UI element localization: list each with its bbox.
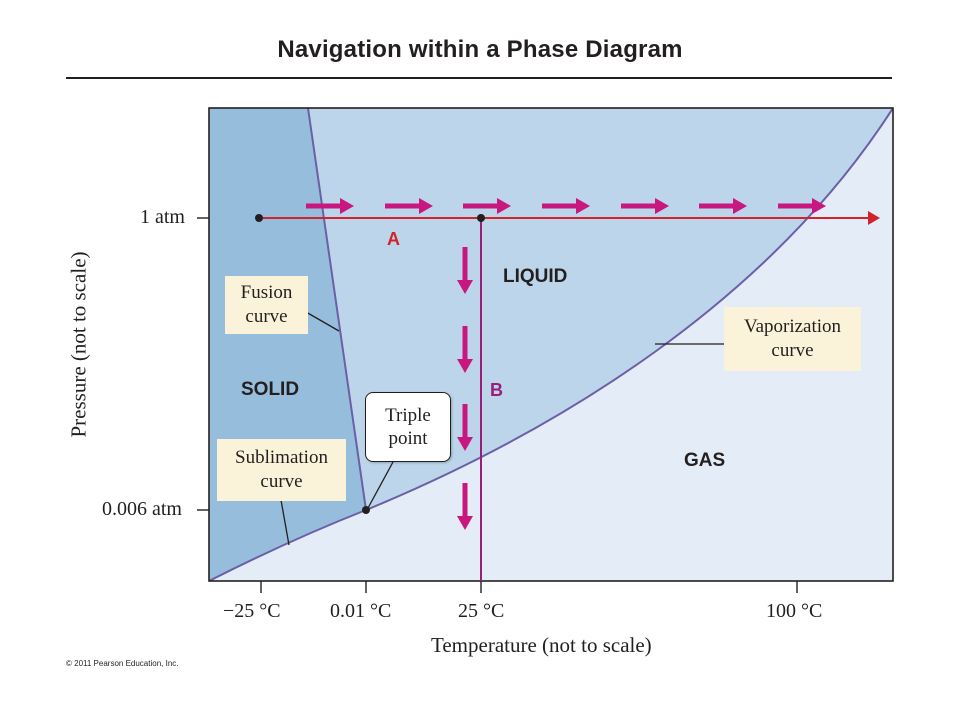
- path-b-label: B: [490, 380, 503, 400]
- fusion-callout-line2: curve: [245, 306, 288, 327]
- arrow-right: [542, 198, 590, 214]
- arrow-down: [457, 326, 473, 373]
- path-b-dashed-arrows: [457, 247, 473, 530]
- y-tick-label-1atm: 1 atm: [140, 206, 185, 228]
- arrow-right: [778, 198, 826, 214]
- triple-callout-line2: point: [388, 428, 428, 449]
- path-a-label: A: [387, 229, 400, 249]
- sublimation-curve-callout: Sublimation curve: [217, 439, 346, 501]
- arrow-right: [699, 198, 747, 214]
- page-title: Navigation within a Phase Diagram: [277, 36, 683, 63]
- vaporization-callout-line2: curve: [771, 340, 814, 361]
- x-tick-label-100: 100 °C: [766, 600, 823, 622]
- path-a-start-dot: [255, 214, 263, 222]
- arrow-right: [306, 198, 354, 214]
- x-tick-label-001: 0.01 °C: [330, 600, 392, 622]
- x-axis-title: Temperature (not to scale): [431, 633, 652, 657]
- liquid-label: LIQUID: [503, 266, 568, 287]
- sublimation-callout-line2: curve: [260, 471, 303, 492]
- copyright-notice: © 2011 Pearson Education, Inc.: [66, 659, 179, 668]
- arrow-down: [457, 404, 473, 451]
- sublimation-callout-line1: Sublimation: [235, 447, 328, 468]
- path-a-arrowhead: [868, 211, 880, 225]
- path-a-dashed-arrows: [306, 198, 826, 214]
- fusion-callout-line1: Fusion: [240, 282, 293, 303]
- vaporization-callout-line1: Vaporization: [743, 316, 842, 337]
- y-axis-title: Pressure (not to scale): [66, 251, 91, 438]
- solid-label: SOLID: [241, 379, 300, 400]
- vaporization-curve: [365, 108, 893, 511]
- liquid-region: [308, 108, 893, 510]
- fusion-leader: [305, 311, 340, 332]
- sublimation-leader: [280, 499, 290, 546]
- x-tick-label-minus25: −25 °C: [223, 600, 281, 622]
- x-tick-label-25: 25 °C: [458, 600, 505, 622]
- triple-point-callout: Triple point: [365, 392, 451, 462]
- plot-frame: [208, 107, 894, 582]
- y-tick-label-0006atm: 0.006 atm: [102, 498, 182, 520]
- gas-label: GAS: [684, 450, 726, 471]
- fusion-curve: [307, 108, 367, 511]
- arrow-right: [385, 198, 433, 214]
- arrow-right: [463, 198, 511, 214]
- arrow-down: [457, 247, 473, 294]
- vaporization-curve-callout: Vaporization curve: [724, 307, 861, 371]
- arrow-down: [457, 483, 473, 530]
- arrow-right: [621, 198, 669, 214]
- path-b-start-dot: [477, 214, 485, 222]
- triple-callout-line1: Triple: [385, 405, 431, 426]
- title-rule: [66, 77, 892, 79]
- triple-point-leader: [367, 461, 394, 509]
- fusion-curve-callout: Fusion curve: [225, 276, 308, 334]
